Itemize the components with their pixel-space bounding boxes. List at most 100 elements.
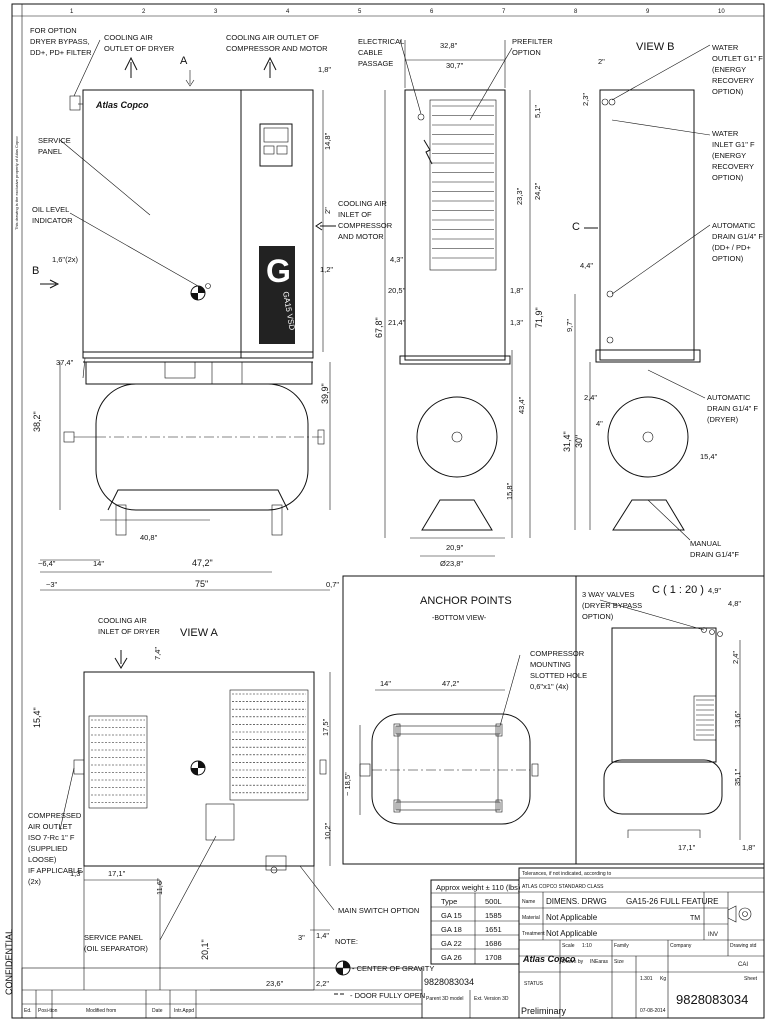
weight-unit-label: Kg: [660, 976, 666, 982]
callout-compressed-out-3: ISO 7-Rc 1" F: [28, 833, 75, 842]
callout-cooling-inlet-4: AND MOTOR: [338, 232, 384, 241]
callout-cooling-inlet-1: COOLING AIR: [338, 199, 387, 208]
view-b-title: VIEW B: [636, 41, 675, 53]
base-frame: [85, 361, 313, 385]
dim-front-75: 75": [195, 579, 208, 589]
title-block: [21, 867, 765, 1019]
dim-side-30-7: 30,7": [446, 61, 464, 70]
dim-side-71-9: 71,9": [534, 307, 544, 328]
callout-service-panel-2: PANEL: [38, 147, 62, 156]
callout-water-out-1: WATER: [712, 43, 739, 52]
callout-cooling-inlet-2: INLET OF: [338, 210, 372, 219]
compressor-grille: [229, 689, 309, 801]
dim-viewa-15-4: 15,4": [32, 707, 42, 728]
dim-side-20-5: 20,5": [388, 286, 406, 295]
rev-header-approved: Intr.Appd: [174, 1008, 194, 1014]
rev-header-date: Date: [152, 1008, 163, 1014]
callout-manual-drain-1: MANUAL: [690, 539, 721, 548]
callout-prefilter-1: PREFILTER: [512, 37, 553, 46]
anchor-tank-outline: [371, 713, 531, 825]
callout-cable-3: PASSAGE: [358, 59, 393, 68]
tolerance-note: Tolerances, if not indicated, according …: [522, 871, 611, 877]
date-value: 07-08-2014: [640, 1008, 666, 1014]
section-marker-b: B: [32, 265, 39, 277]
callout-drain-dryer-3: (DRYER): [707, 415, 739, 424]
trade-mark: TM: [690, 915, 700, 922]
brand-logo-title-block: Atlas Copco: [522, 954, 576, 964]
callout-cooling-inlet-3: COMPRESSOR: [338, 221, 393, 230]
dim-anchor-14: 14": [380, 679, 391, 688]
dim-front-1-8: 1,8": [318, 65, 331, 74]
border-col-number: 9: [646, 9, 650, 15]
weight-col-type: Type: [441, 897, 457, 906]
weight-table-header: Approx weight ± 110 (lbs): [436, 883, 521, 892]
treatment-value: Not Applicable: [546, 929, 598, 938]
note-heading: NOTE:: [335, 937, 358, 946]
callout-drain-dd-4: OPTION): [712, 254, 744, 263]
dim-anchor-47-2: 47,2": [442, 679, 460, 688]
rev-header-modified: Modified from: [86, 1008, 116, 1014]
brand-logo: Atlas Copco: [95, 100, 149, 110]
weight-row-value: 1686: [485, 939, 502, 948]
callout-service-panel-1: SERVICE: [38, 136, 71, 145]
border-col-number: 1: [70, 9, 74, 15]
drawing-name-2: GA15-26 FULL FEATURE: [626, 897, 718, 906]
view-b: [574, 44, 711, 541]
dim-side-1-3: 1,3": [510, 318, 523, 327]
dim-viewa-7-4: 7,4": [153, 647, 162, 660]
callout-drain-dryer-2: DRAIN G1/4" F: [707, 404, 758, 413]
dim-viewb-4-4: 4,4": [580, 261, 593, 270]
weight-table: [430, 879, 520, 965]
g-logo-letter: G: [266, 253, 291, 289]
callout-water-out-4: RECOVERY: [712, 76, 754, 85]
grille-slats: [432, 105, 494, 259]
drawing-std-value: CAI: [738, 962, 748, 968]
dim-side-24-2: 24,2": [533, 182, 542, 200]
callout-compressed-out-6: IF APPLICABLE: [28, 866, 82, 875]
confidential-label: CONFIDENTIAL: [4, 929, 14, 995]
dim-viewa-20-1: 20,1": [200, 939, 210, 960]
view-a: [59, 650, 335, 991]
callout-option-filter-3: DD+, PD+ FILTER: [30, 48, 92, 57]
section-marker-a: A: [180, 55, 188, 67]
anchor-callout-1: COMPRESSOR: [530, 649, 585, 658]
drawn-by-label: Drawn by: [562, 959, 584, 965]
g-logo-panel: [259, 246, 295, 344]
document-number-small: 9828083034: [424, 977, 474, 987]
dim-viewb-9-7: 9,7": [565, 319, 574, 332]
standard-class: ATLAS COPCO STANDARD CLASS: [522, 884, 604, 890]
projection-symbol: [738, 907, 752, 921]
border-col-number: 5: [358, 9, 362, 15]
dim-front-2: 2": [323, 207, 332, 214]
dim-side-43-4: 43,4": [517, 396, 526, 414]
callout-service-panel-a-1: SERVICE PANEL: [84, 933, 143, 942]
cooling-grille: [429, 99, 497, 271]
dim-front-40-8: 40,8": [140, 533, 158, 542]
dim-viewa-17-1: 17,1": [108, 869, 126, 878]
border-col-number: 10: [718, 9, 725, 15]
weight-row-value: 1708: [485, 953, 502, 962]
callout-compressed-out-5: LOOSE): [28, 855, 57, 864]
dim-front-1-2: 1,2": [320, 265, 333, 274]
material-label: Material: [522, 915, 540, 921]
parent-model: Parent 3D model: [426, 996, 464, 1002]
side-view: [384, 39, 531, 557]
controller-display: [259, 123, 293, 167]
border-col-number: 2: [142, 9, 146, 15]
status-value: Preliminary: [521, 1006, 567, 1016]
anchor-callout-2: MOUNTING: [530, 660, 571, 669]
callout-oil-level-1: OIL LEVEL: [32, 205, 69, 214]
treatment-label: Treatment: [522, 931, 545, 937]
dim-viewa-10-2: 10,2": [323, 822, 332, 840]
dim-side-67-8: 67,8": [374, 317, 384, 338]
dim-side-21-4: 21,4": [388, 318, 406, 327]
version-label: Ext. Version 3D: [474, 996, 509, 1002]
callout-option-filter-2: DRYER BYPASS,: [30, 37, 90, 46]
detail-c-callout-3: OPTION): [582, 612, 614, 621]
callout-drain-dd-2: DRAIN G1/4" F: [712, 232, 763, 241]
dryer-grille: [88, 715, 148, 809]
dim-viewb-2: 2": [598, 57, 605, 66]
callout-water-in-4: RECOVERY: [712, 162, 754, 171]
dim-front-39-9: 39,9": [320, 383, 330, 404]
